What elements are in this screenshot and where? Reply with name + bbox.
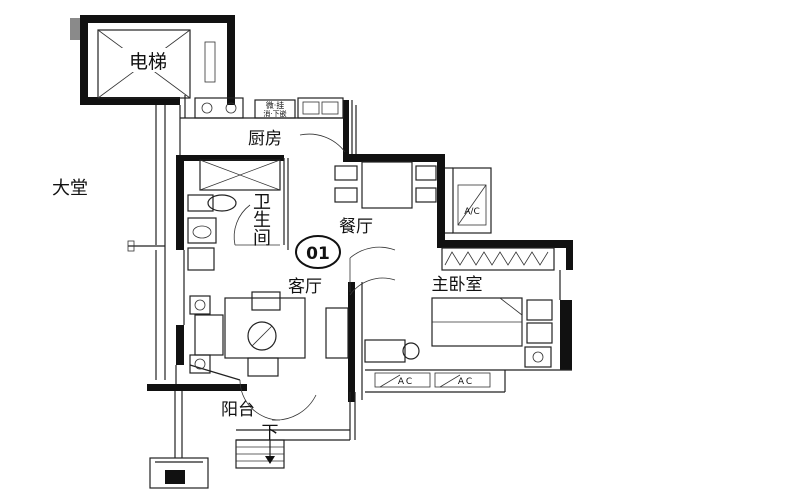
dining-table xyxy=(334,161,437,209)
appliance-note-line2: 消·下嵌 xyxy=(263,109,286,118)
stairs xyxy=(235,439,285,469)
lobby-label: 大堂 xyxy=(52,178,88,199)
bedroom-door-arc xyxy=(349,277,396,296)
living-furniture xyxy=(189,291,349,377)
living-label: 客厅 xyxy=(288,277,322,297)
bathroom-label-2: 生 xyxy=(253,210,271,231)
bed xyxy=(431,297,553,368)
appliance-note-line1: 微·挂 xyxy=(266,100,285,110)
elevator-label: 电梯 xyxy=(129,51,167,73)
bathroom-label-3: 间 xyxy=(253,228,271,249)
balcony-door-arc-2 xyxy=(271,394,317,421)
master-bedroom-label: 主卧室 xyxy=(432,275,483,295)
bedroom-ac-units xyxy=(374,372,491,388)
bathroom-fixtures xyxy=(187,159,281,271)
ac-label-bedroom-1: A C xyxy=(398,377,412,387)
ac-label-bedroom-2: A C xyxy=(458,377,472,387)
entrance-door-arc xyxy=(349,246,396,259)
unit-number: 01 xyxy=(306,244,330,264)
kitchen-door-arc xyxy=(299,133,346,153)
elevator-shaft xyxy=(70,15,235,105)
desk xyxy=(364,339,420,363)
kitchen-label: 厨房 xyxy=(248,129,282,149)
unit-walls xyxy=(147,95,573,489)
dining-label: 餐厅 xyxy=(339,217,373,237)
wardrobe xyxy=(441,247,555,271)
balcony-label: 阳台 xyxy=(221,400,255,420)
corridor-door xyxy=(127,240,165,252)
bathroom-label-1: 卫 xyxy=(253,192,271,213)
unit-number-badge xyxy=(295,235,341,269)
ac-label-dining: A/C xyxy=(464,207,479,217)
kitchen-fixtures xyxy=(194,97,344,119)
dining-ac-unit xyxy=(457,184,487,226)
balcony-door-arc xyxy=(239,379,281,421)
down-label: 下 xyxy=(262,423,279,443)
